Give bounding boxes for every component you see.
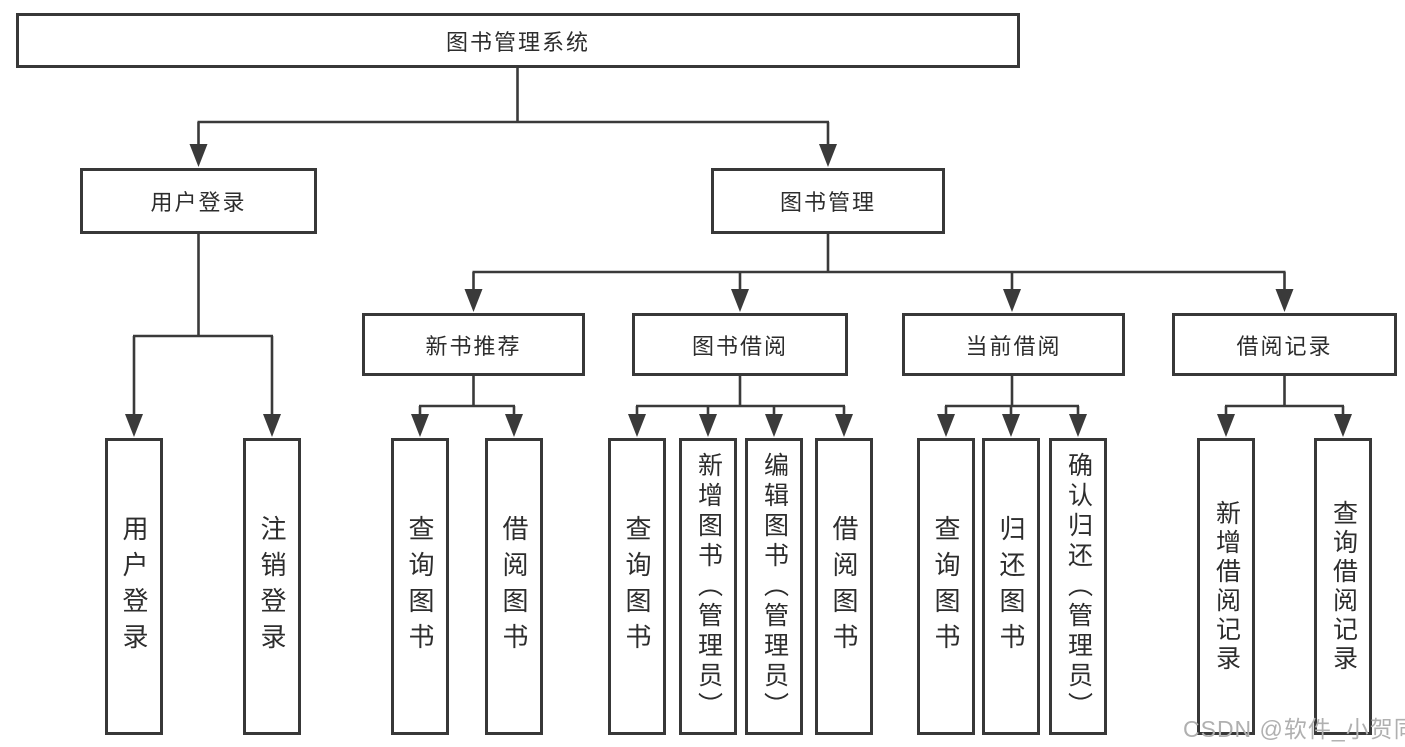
leaf-query-books-borrowing: 查询图书 bbox=[608, 438, 666, 735]
leaf-confirm-return-admin: 确认归还（管理员） bbox=[1049, 438, 1107, 735]
leaf-label: 编辑图书（管理员） bbox=[760, 451, 789, 722]
node-borrowing-records: 借阅记录 bbox=[1172, 313, 1397, 376]
node-label: 图书借阅 bbox=[691, 333, 788, 359]
node-label: 当前借阅 bbox=[965, 333, 1062, 359]
leaf-user-login: 用户登录 bbox=[105, 438, 163, 735]
node-current-borrowing: 当前借阅 bbox=[902, 313, 1125, 376]
leaf-label: 新增图书（管理员） bbox=[694, 451, 723, 722]
leaf-logout: 注销登录 bbox=[243, 438, 301, 735]
leaf-edit-book-admin: 编辑图书（管理员） bbox=[745, 438, 803, 735]
leaf-label: 借阅图书 bbox=[499, 514, 529, 659]
node-book-management: 图书管理 bbox=[711, 168, 945, 234]
leaf-label: 确认归还（管理员） bbox=[1064, 451, 1093, 722]
leaf-label: 查询图书 bbox=[622, 514, 652, 659]
leaf-query-books-current: 查询图书 bbox=[917, 438, 975, 735]
node-label: 图书管理系统 bbox=[445, 29, 590, 55]
leaf-label: 查询图书 bbox=[405, 514, 435, 659]
node-label: 新书推荐 bbox=[425, 333, 522, 359]
node-library-management-system: 图书管理系统 bbox=[16, 13, 1020, 68]
leaf-add-borrow-record: 新增借阅记录 bbox=[1197, 438, 1255, 735]
leaf-return-book: 归还图书 bbox=[982, 438, 1040, 735]
node-new-book-recommendation: 新书推荐 bbox=[362, 313, 585, 376]
leaf-borrow-books-borrowing: 借阅图书 bbox=[815, 438, 873, 735]
leaf-borrow-books-recommend: 借阅图书 bbox=[485, 438, 543, 735]
leaf-label: 借阅图书 bbox=[829, 514, 859, 659]
leaf-query-borrow-record: 查询借阅记录 bbox=[1314, 438, 1372, 735]
leaf-query-books-recommend: 查询图书 bbox=[391, 438, 449, 735]
node-user-login: 用户登录 bbox=[80, 168, 317, 234]
node-book-borrowing: 图书借阅 bbox=[632, 313, 848, 376]
leaf-label: 查询借阅记录 bbox=[1329, 499, 1358, 674]
leaf-label: 用户登录 bbox=[119, 514, 149, 659]
leaf-label: 归还图书 bbox=[996, 514, 1026, 659]
leaf-add-book-admin: 新增图书（管理员） bbox=[679, 438, 737, 735]
node-label: 借阅记录 bbox=[1236, 333, 1333, 359]
node-label: 图书管理 bbox=[779, 190, 876, 215]
leaf-label: 查询图书 bbox=[931, 514, 961, 659]
leaf-label: 注销登录 bbox=[257, 514, 287, 659]
watermark: CSDN @软件_小贺同学 bbox=[1183, 716, 1405, 742]
leaf-label: 新增借阅记录 bbox=[1212, 499, 1241, 674]
node-label: 用户登录 bbox=[150, 190, 247, 215]
